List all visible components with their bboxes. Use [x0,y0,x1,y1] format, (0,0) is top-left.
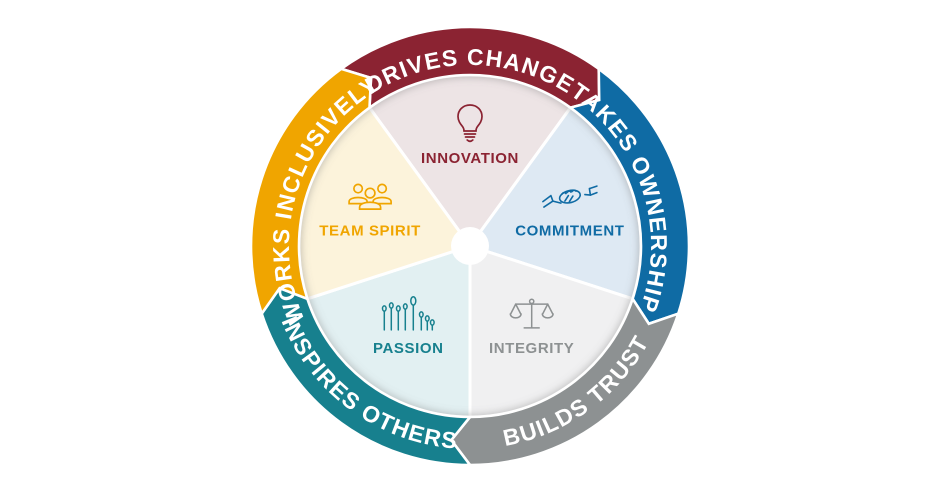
matches-icon [381,295,435,331]
scales-icon [509,298,554,329]
wedge-label-builds-trust: INTEGRITY [489,340,574,357]
segment-arc-works-inclusively [249,67,373,317]
handshake-icon [542,185,598,208]
wedge-label-takes-ownership: COMMITMENT [515,223,624,240]
wedge-label-works-inclusively: TEAM SPIRIT [319,223,421,240]
wedge-label-drives-change: INNOVATION [421,150,519,167]
hub-circle [451,227,489,265]
team-icon [348,183,392,210]
wedge-label-inspires-others: PASSION [373,340,444,357]
lightbulb-icon [457,104,483,143]
